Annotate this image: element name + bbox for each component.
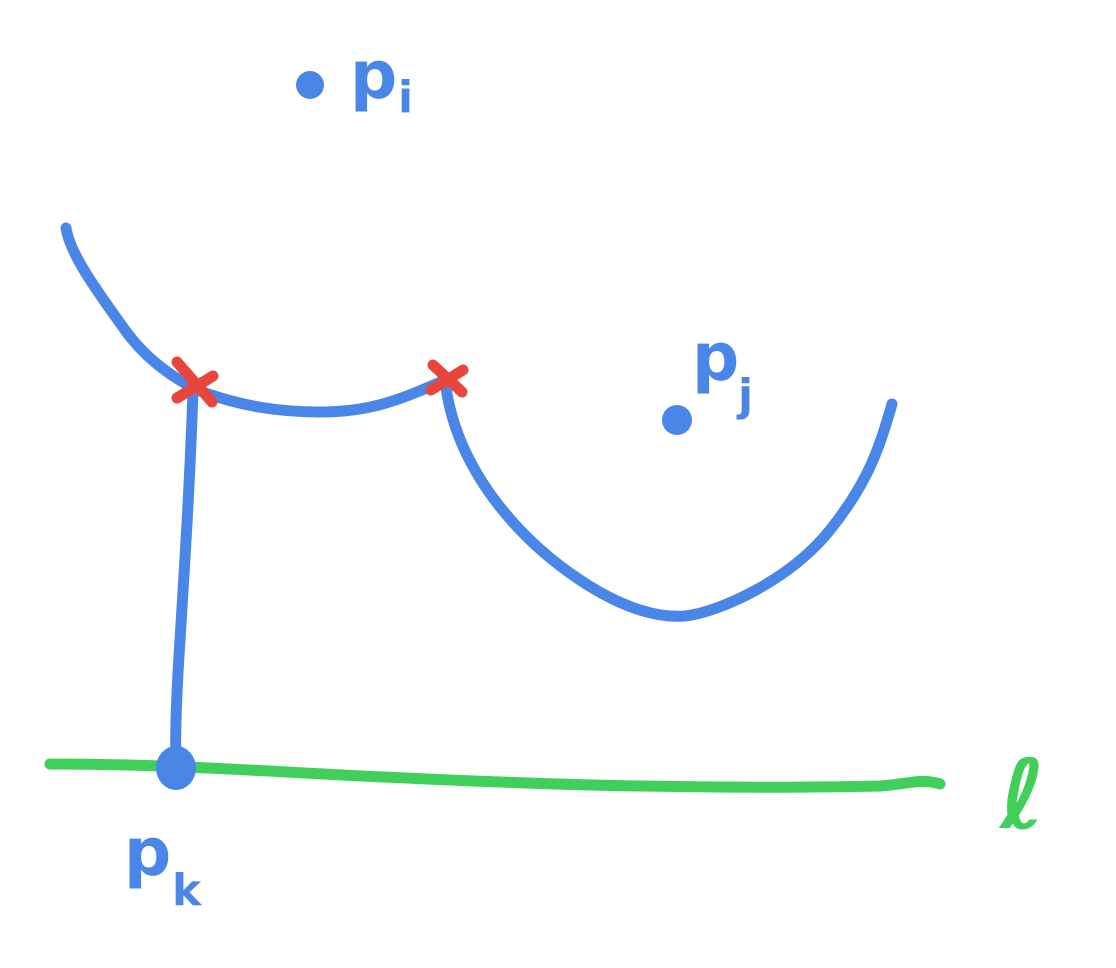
label-pk-main: p [124, 814, 171, 891]
label-pj-sub: j [736, 370, 753, 421]
label-pi: p i [350, 37, 413, 123]
parabolic-arc-right [439, 374, 898, 622]
site-point-pj [662, 405, 692, 435]
label-pk-sub: k [172, 865, 203, 916]
label-pk: p k [124, 814, 203, 916]
intersection-marker-left [171, 356, 219, 408]
label-pi-sub: i [398, 72, 413, 123]
parabolic-arc-middle [199, 374, 451, 418]
label-pj: p j [692, 319, 753, 421]
site-point-pi [296, 71, 324, 99]
label-pi-main: p [350, 37, 397, 114]
label-pj-main: p [692, 319, 739, 396]
label-sweep-line: ℓ [998, 739, 1045, 851]
parabolic-arc-left [60, 222, 211, 399]
sweep-line [44, 758, 946, 793]
vertical-ray-to-pk [170, 384, 199, 774]
site-point-pk [156, 746, 196, 790]
intersection-marker-right [425, 359, 469, 398]
